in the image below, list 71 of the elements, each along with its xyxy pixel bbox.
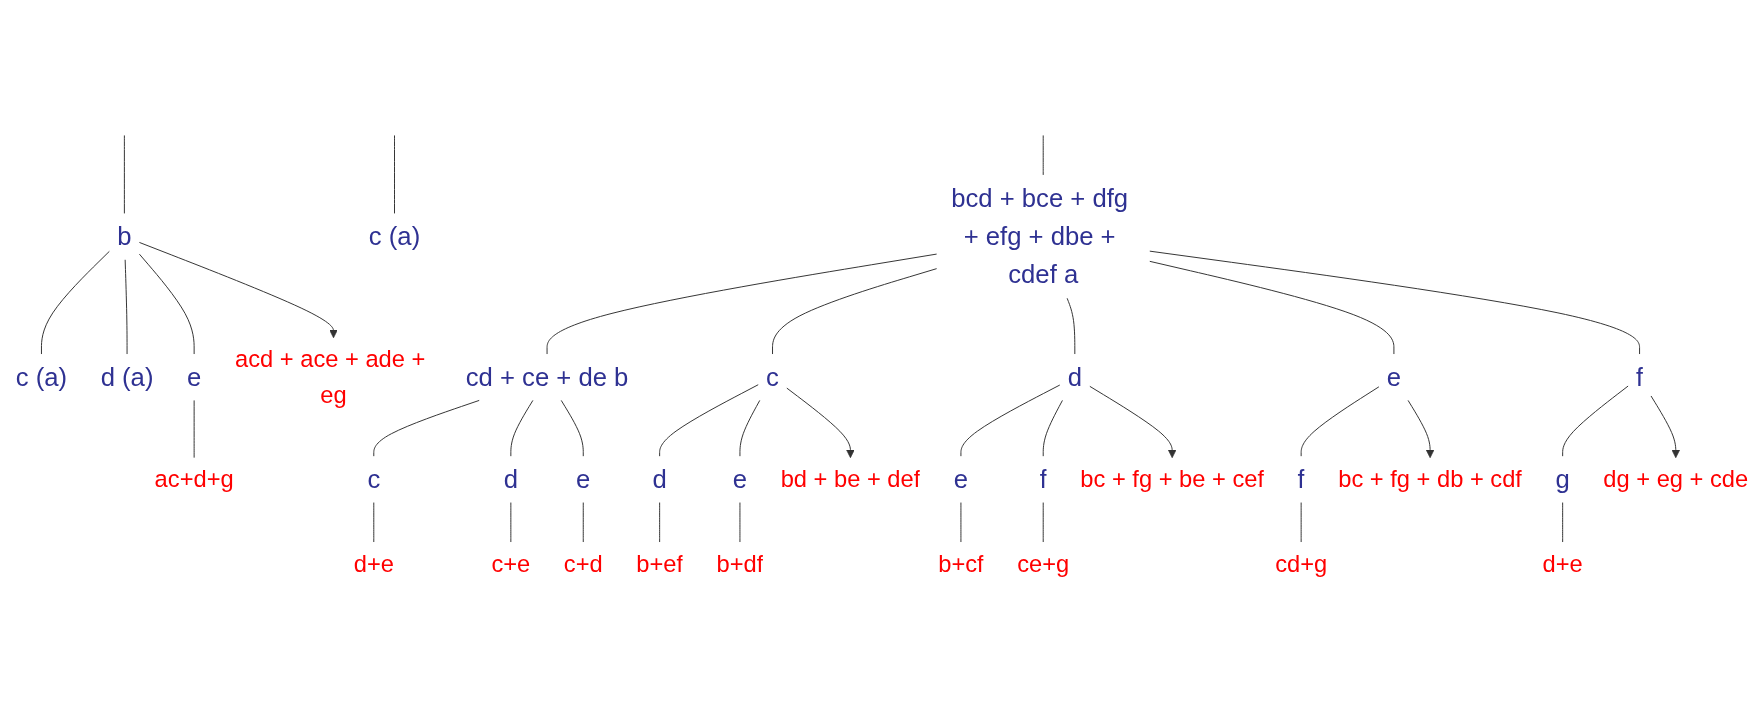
node-text: ce+g (1017, 549, 1070, 577)
node-text: c (15, 361, 29, 392)
node-label: cd + ce + de (465, 361, 607, 392)
connector (659, 384, 759, 457)
node-text: d (652, 464, 667, 494)
node-text: bc + fg + be + cef (1080, 465, 1265, 493)
connector (560, 399, 584, 457)
node-label: + efg + dbe + (963, 221, 1116, 251)
connector (124, 259, 128, 355)
node-text: f (1039, 464, 1047, 494)
connector (772, 268, 938, 355)
node-text: d (503, 464, 518, 494)
node-text: a (1063, 259, 1079, 290)
node-text: b+ef (636, 549, 684, 577)
connector (373, 399, 480, 457)
connector (739, 399, 761, 457)
connector (40, 250, 110, 355)
node-text: c (368, 221, 382, 251)
connector (394, 134, 395, 214)
connector (1066, 297, 1076, 355)
node-text: e (1386, 361, 1402, 392)
connector (138, 253, 195, 355)
node-text: d+e (353, 549, 394, 577)
node-text: c (766, 361, 779, 392)
node-text: ac+d+g (154, 465, 234, 493)
connector (1300, 386, 1380, 457)
node-text: g (1555, 464, 1570, 494)
node-label: bcd + bce + dfg (951, 182, 1129, 213)
node-text: b (614, 361, 629, 392)
node-text: d+e (1542, 549, 1583, 577)
connector (1562, 502, 1564, 543)
node-text: c (367, 464, 381, 494)
connector (1149, 260, 1395, 355)
connector (1042, 134, 1044, 176)
node-text: e (576, 464, 591, 494)
node-text: d (1067, 361, 1082, 392)
connector (1300, 502, 1302, 543)
node-label: (a) (122, 361, 154, 392)
node-text: f (1636, 361, 1644, 392)
node-text: e (186, 361, 202, 392)
connector (510, 502, 512, 543)
node-label: cdef (1008, 259, 1057, 290)
node-label: (a) (35, 361, 68, 392)
node-text: acd + ace + ade + eg (235, 345, 426, 408)
node-text: cd+g (1275, 549, 1328, 577)
connector (1562, 385, 1629, 457)
node-text: b (117, 221, 132, 251)
node-text: d (100, 361, 115, 392)
node-text: e (732, 464, 748, 494)
node-text: c+e (491, 549, 531, 577)
connector (1042, 399, 1063, 457)
node-text: b+df (716, 549, 764, 577)
connector (546, 253, 938, 355)
connector (1042, 502, 1044, 543)
connector (582, 502, 584, 543)
connector (373, 502, 375, 543)
node-text: dg + eg + cde (1603, 465, 1749, 493)
connector (123, 134, 125, 214)
connector (193, 399, 195, 459)
node-label: (a) (388, 221, 421, 251)
node-text: c+d (563, 549, 603, 577)
node-text: bd + be + def (780, 465, 921, 493)
node-text: e (953, 464, 969, 494)
connector (659, 502, 661, 543)
connector (960, 384, 1061, 457)
connector (510, 399, 534, 457)
node-text: f (1297, 464, 1305, 494)
node-text: b+cf (938, 549, 984, 577)
connector (1149, 250, 1641, 355)
connector (960, 502, 962, 543)
node-text: bc + fg + db + cdf (1338, 465, 1522, 493)
